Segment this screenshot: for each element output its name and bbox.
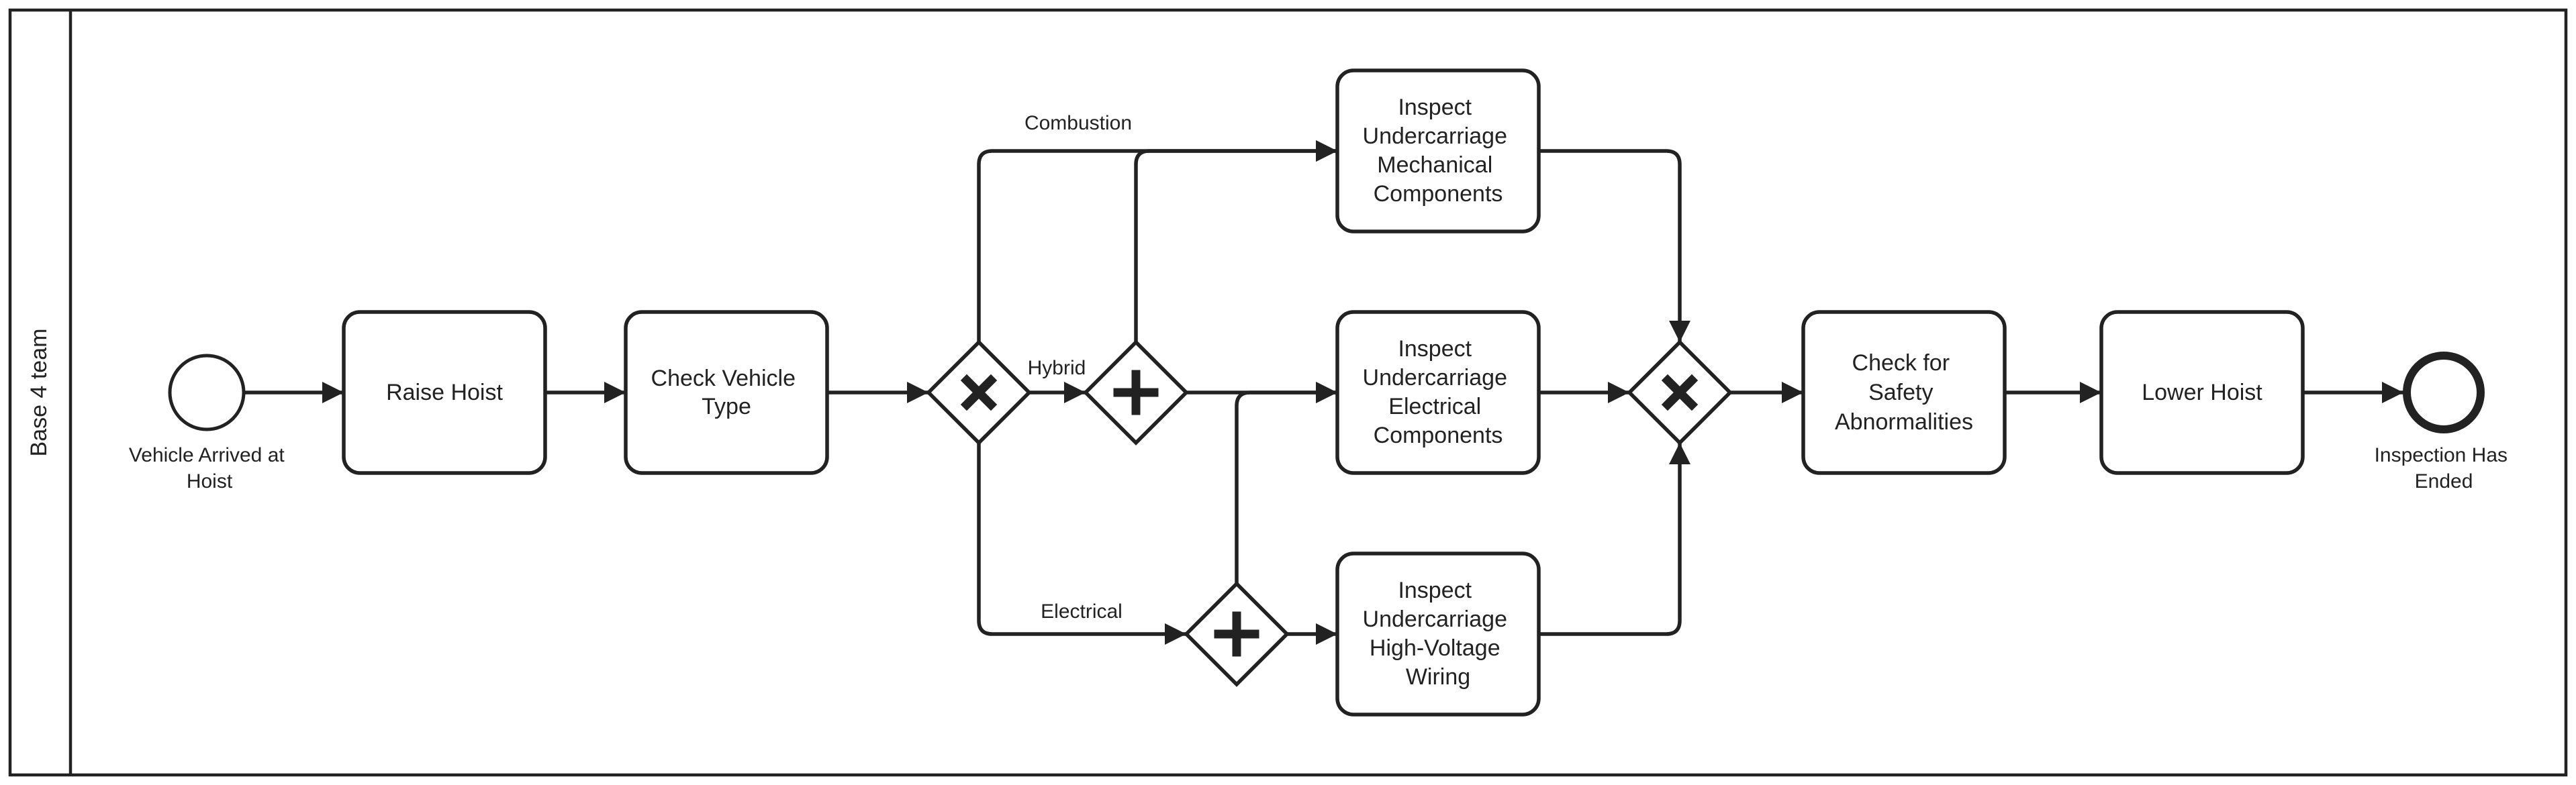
flow-electrical-gateway-to-electrical[interactable] xyxy=(1235,382,1337,584)
pool-label: Base 4 team xyxy=(26,329,52,457)
gateway-inspection-merge[interactable] xyxy=(1627,339,1733,446)
task-label: Inspect Undercarriage High-Voltage Wirin… xyxy=(1363,578,1514,690)
flow-label-electrical: Electrical xyxy=(1041,600,1123,623)
task-inspect-mechanical[interactable]: Inspect Undercarriage Mechanical Compone… xyxy=(1335,68,1541,233)
task-box[interactable] xyxy=(2099,310,2305,475)
task-box[interactable] xyxy=(1335,552,1541,717)
task-lower-hoist[interactable]: Lower Hoist xyxy=(2099,310,2305,475)
task-box[interactable] xyxy=(342,310,547,475)
task-label: Inspect Undercarriage Electrical Compone… xyxy=(1363,336,1514,448)
flow-mechanical-to-merge[interactable] xyxy=(1539,149,1690,342)
flow-hybrid-to-mechanical[interactable] xyxy=(1134,140,1337,342)
flow-labels: Combustion Hybrid Electrical xyxy=(1024,112,1132,623)
flow-combustion[interactable] xyxy=(977,140,1337,342)
task-check-vehicle-type[interactable]: Check Vehicle Type xyxy=(624,310,829,475)
end-event-circle[interactable] xyxy=(2403,352,2485,433)
gateway-hybrid-parallel-split[interactable] xyxy=(1083,339,1189,446)
start-event[interactable]: Vehicle Arrived at Hoist xyxy=(129,354,290,492)
exclusive-x-icon xyxy=(960,374,998,411)
task-box[interactable] xyxy=(624,310,829,475)
exclusive-x-icon xyxy=(1661,374,1699,411)
task-raise-hoist[interactable]: Raise Hoist xyxy=(342,310,547,475)
flow-label-combustion: Combustion xyxy=(1024,112,1132,134)
end-event-label: Inspection Has Ended xyxy=(2375,444,2514,492)
gateway-electrical-parallel-split[interactable] xyxy=(1184,581,1290,687)
task-box[interactable] xyxy=(1335,68,1541,233)
task-label: Inspect Undercarriage Mechanical Compone… xyxy=(1363,95,1514,207)
flow-label-hybrid: Hybrid xyxy=(1028,357,1086,379)
task-inspect-hv-wiring[interactable]: Inspect Undercarriage High-Voltage Wirin… xyxy=(1335,552,1541,717)
task-label: Lower Hoist xyxy=(2142,380,2262,405)
task-label: Check for Safety Abnormalities xyxy=(1835,350,1973,435)
task-label: Check Vehicle Type xyxy=(651,366,802,419)
task-box[interactable] xyxy=(1801,310,2007,475)
start-event-circle[interactable] xyxy=(168,354,246,431)
task-check-safety-abnormalities[interactable]: Check for Safety Abnormalities xyxy=(1801,310,2007,475)
sequence-flows xyxy=(244,140,2403,645)
task-box[interactable] xyxy=(1335,310,1541,475)
start-event-label: Vehicle Arrived at Hoist xyxy=(129,444,290,492)
flow-electrical[interactable] xyxy=(977,443,1186,645)
task-inspect-electrical[interactable]: Inspect Undercarriage Electrical Compone… xyxy=(1335,310,1541,475)
flow-wiring-to-merge[interactable] xyxy=(1539,443,1690,636)
gateway-vehicle-type-split[interactable] xyxy=(926,339,1032,446)
parallel-plus-icon xyxy=(1214,611,1259,657)
parallel-plus-icon xyxy=(1113,370,1159,415)
task-label: Raise Hoist xyxy=(386,380,503,405)
end-event[interactable]: Inspection Has Ended xyxy=(2375,352,2514,492)
